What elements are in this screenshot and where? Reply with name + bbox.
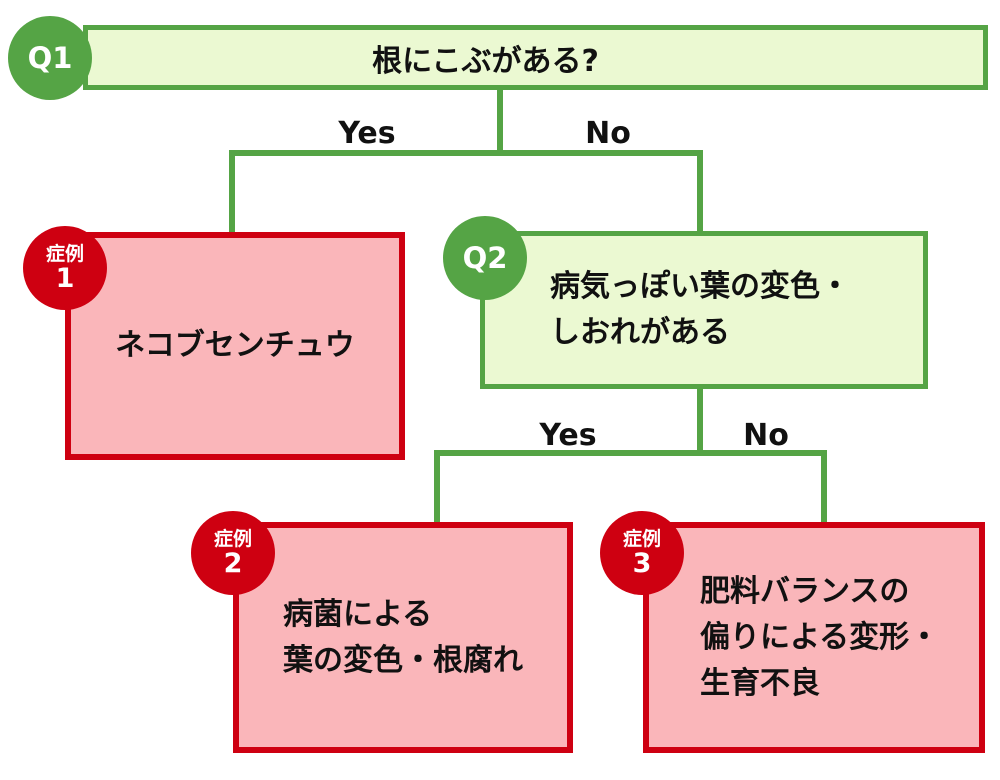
connector-q2-stem <box>697 387 703 456</box>
q1-question-text: 根にこぶがある? <box>372 43 599 79</box>
case1-badge-number: 1 <box>55 262 75 294</box>
q1-question-box: 根にこぶがある? <box>83 25 988 90</box>
connector-branch1-yes-drop <box>229 150 235 235</box>
case1-badge-title: 症例 <box>45 242 84 265</box>
branch2-yes-label: Yes <box>539 418 597 453</box>
q2-badge: Q2 <box>443 216 527 300</box>
case2-badge-number: 2 <box>223 547 243 579</box>
q1-badge-label: Q1 <box>27 41 73 75</box>
case3-box: 肥料バランスの 偏りによる変形・ 生育不良 <box>643 522 985 753</box>
case3-text-line2: 偏りによる変形・ <box>700 619 940 655</box>
case1-box: ネコブセンチュウ <box>65 232 405 460</box>
case3-badge-number: 3 <box>632 547 652 579</box>
case3-text-line3: 生育不良 <box>700 665 820 701</box>
case3-text-line1: 肥料バランスの <box>700 573 910 609</box>
q2-badge-label: Q2 <box>462 241 508 275</box>
q2-question-line1: 病気っぽい葉の変色・ <box>550 269 850 304</box>
q2-question-box: 病気っぽい葉の変色・ しおれがある <box>480 231 928 389</box>
case2-badge: 症例 2 <box>191 511 275 595</box>
branch1-yes-label: Yes <box>338 116 396 151</box>
case2-text-line1: 病菌による <box>283 596 433 632</box>
connector-branch2-yes-drop <box>434 450 440 525</box>
q2-question-line2: しおれがある <box>550 315 730 350</box>
case3-badge: 症例 3 <box>600 511 684 595</box>
case2-text-line2: 葉の変色・根腐れ <box>283 642 523 678</box>
q1-badge: Q1 <box>8 16 92 100</box>
case1-badge: 症例 1 <box>23 226 107 310</box>
connector-branch2-no-drop <box>821 450 827 525</box>
case1-text: ネコブセンチュウ <box>115 328 355 363</box>
case2-box: 病菌による 葉の変色・根腐れ <box>233 522 573 753</box>
connector-branch1-horizontal <box>229 150 703 156</box>
connector-branch2-horizontal <box>434 450 827 456</box>
connector-branch1-no-drop <box>697 150 703 235</box>
case3-badge-title: 症例 <box>622 527 661 550</box>
branch2-no-label: No <box>743 418 789 453</box>
connector-q1-stem <box>497 88 503 156</box>
case2-badge-title: 症例 <box>213 527 252 550</box>
branch1-no-label: No <box>585 116 631 151</box>
